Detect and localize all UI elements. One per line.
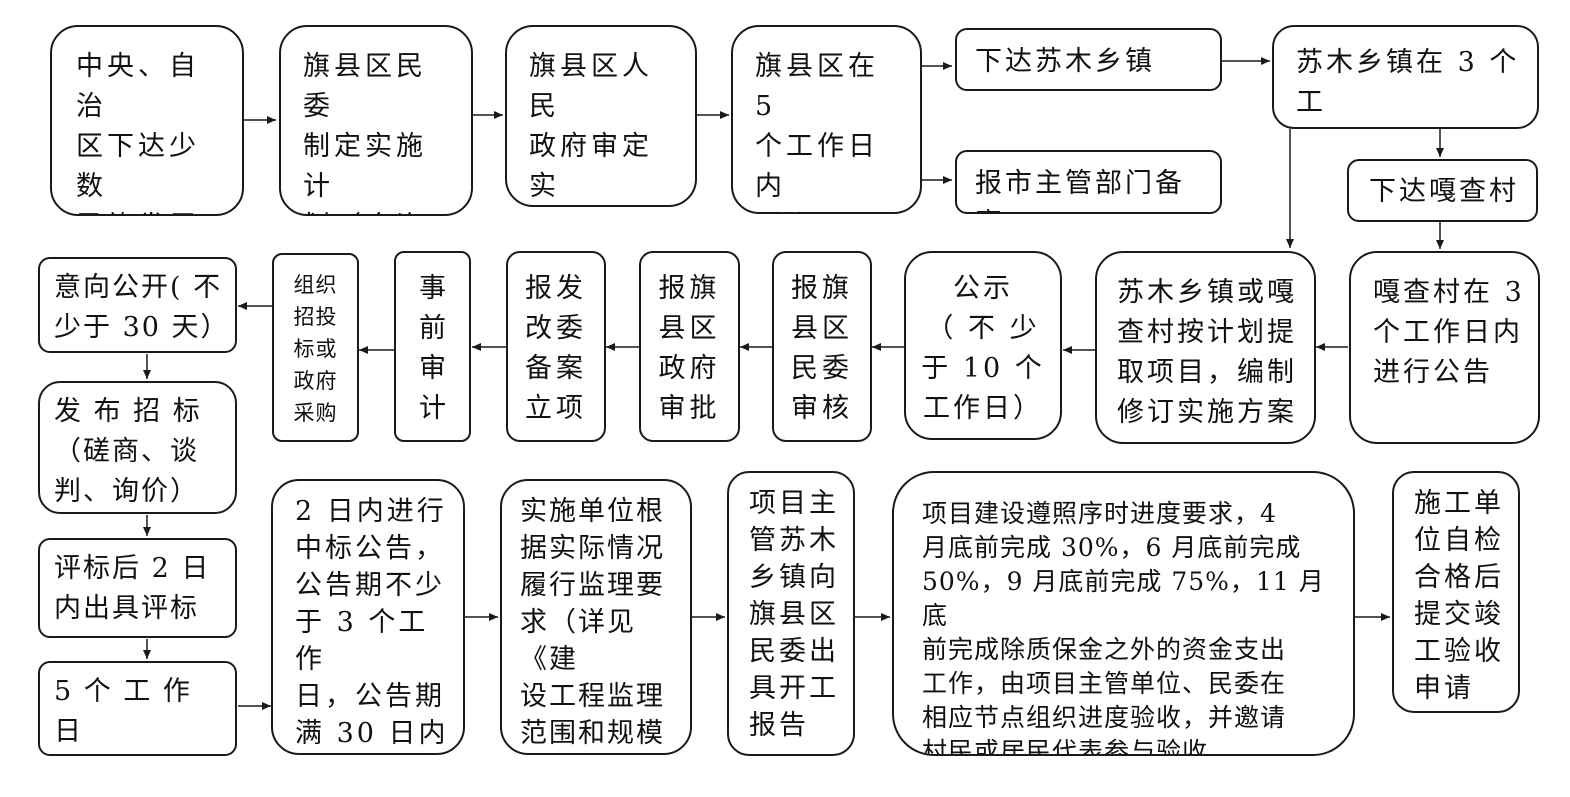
node-progress-requirement-text: 项目建设遵照序时进度要求，4 月底前完成 30%，6 月底前完成 50%，9 月… xyxy=(922,499,1325,756)
node-intent-disclosure-text: 意向公开( 不 少于 30 天） xyxy=(54,272,230,343)
node-issue-to-township-text: 下达苏木乡镇 xyxy=(975,46,1155,77)
node-report-city-filing: 报市主管部门备案 xyxy=(955,150,1222,214)
node-intent-disclosure: 意向公开( 不 少于 30 天） xyxy=(38,257,237,353)
node-award-decision-text: 5 个 工 作 日 内定标 xyxy=(54,676,192,747)
node-organize-bidding: 组织 招投 标或 政府 采购 xyxy=(272,253,359,442)
node-publish-tender: 发 布 招 标 （磋商、谈 判、询价） xyxy=(38,381,237,514)
node-village-announcement: 嘎查村在 3 个工作日内 进行公告 xyxy=(1349,251,1540,444)
node-pre-audit: 事 前 审 计 xyxy=(394,251,471,442)
node-government-approval-text: 报旗 县区 政府 审批 xyxy=(658,273,721,424)
node-award-notice-contract: 2 日内进行 中标公告， 公告期不少 于 3 个工作 日，公告期 满 30 日内… xyxy=(271,479,465,755)
node-report-city-filing-text: 报市主管部门备案 xyxy=(975,168,1185,212)
node-completion-acceptance-text: 施工单 位自检 合格后 提交竣 工验收 申请 xyxy=(1414,488,1504,704)
node-prepare-implementation-plan: 苏木乡镇或嘎 查村按计划提 取项目，编制 修订实施方案 xyxy=(1095,251,1316,444)
node-county-government-review: 旗县区人民 政府审定实 施计划 xyxy=(505,25,697,207)
node-village-announcement-text: 嘎查村在 3 个工作日内 进行公告 xyxy=(1373,277,1525,388)
node-issue-to-village-text: 下达嘎查村 xyxy=(1369,176,1519,207)
node-bid-evaluation: 评标后 2 日 内出具评标 xyxy=(38,538,237,638)
node-drc-filing-text: 报发 改委 备案 立项 xyxy=(525,273,587,424)
node-county-announcement: 旗县区在 5 个工作日内 对实施计划 进行公告 xyxy=(731,25,922,214)
node-completion-acceptance: 施工单 位自检 合格后 提交竣 工验收 申请 xyxy=(1392,471,1520,713)
node-publish-tender-text: 发 布 招 标 （磋商、谈 判、询价） xyxy=(54,396,202,507)
node-ethnic-committee-audit-text: 报旗 县区 民委 审核 xyxy=(791,273,853,424)
node-public-notice: 公示 （ 不 少 于 10 个 工作日） xyxy=(904,251,1062,440)
node-drc-filing: 报发 改委 备案 立项 xyxy=(506,251,606,442)
node-award-notice-contract-text: 2 日内进行 中标公告， 公告期不少 于 3 个工作 日，公告期 满 30 日内… xyxy=(295,496,449,749)
node-award-decision: 5 个 工 作 日 内定标 xyxy=(38,661,237,756)
node-prepare-implementation-plan-text: 苏木乡镇或嘎 查村按计划提 取项目，编制 修订实施方案 xyxy=(1117,277,1297,428)
node-county-committee-plan-text: 旗县区民委 制定实施计 划（含资金 分配方案） xyxy=(303,51,427,214)
node-public-notice-text: 公示 （ 不 少 于 10 个 工作日） xyxy=(921,273,1045,424)
node-county-announcement-text: 旗县区在 5 个工作日内 对实施计划 进行公告 xyxy=(755,51,879,212)
node-county-committee-plan: 旗县区民委 制定实施计 划（含资金 分配方案） xyxy=(279,25,473,216)
node-central-funds-text: 中央、自治 区下达少数 民族发展任 务资金 xyxy=(76,51,200,214)
node-commencement-report-text: 项目主 管苏木 乡镇向 旗县区 民委出 具开工 报告 xyxy=(749,488,839,741)
node-organize-bidding-text: 组织 招投 标或 政府 采购 xyxy=(293,273,338,425)
node-commencement-report: 项目主 管苏木 乡镇向 旗县区 民委出 具开工 报告 xyxy=(727,471,855,756)
node-supervision-requirement: 实施单位根 据实际情况 履行监理要 求（详见《建 设工程监理 范围和规模 标准规… xyxy=(500,479,692,755)
node-central-funds: 中央、自治 区下达少数 民族发展任 务资金 xyxy=(50,25,244,216)
node-pre-audit-text: 事 前 审 计 xyxy=(419,273,446,424)
node-issue-to-village: 下达嘎查村 xyxy=(1347,159,1538,222)
node-county-government-review-text: 旗县区人民 政府审定实 施计划 xyxy=(529,51,653,202)
node-supervision-requirement-text: 实施单位根 据实际情况 履行监理要 求（详见《建 设工程监理 范围和规模 标准规… xyxy=(520,496,665,749)
node-issue-to-township: 下达苏木乡镇 xyxy=(955,28,1222,91)
node-bid-evaluation-text: 评标后 2 日 内出具评标 xyxy=(54,553,211,624)
node-government-approval: 报旗 县区 政府 审批 xyxy=(639,251,740,442)
node-ethnic-committee-audit: 报旗 县区 民委 审核 xyxy=(772,251,872,442)
node-progress-requirement: 项目建设遵照序时进度要求，4 月底前完成 30%，6 月底前完成 50%，9 月… xyxy=(892,471,1355,756)
